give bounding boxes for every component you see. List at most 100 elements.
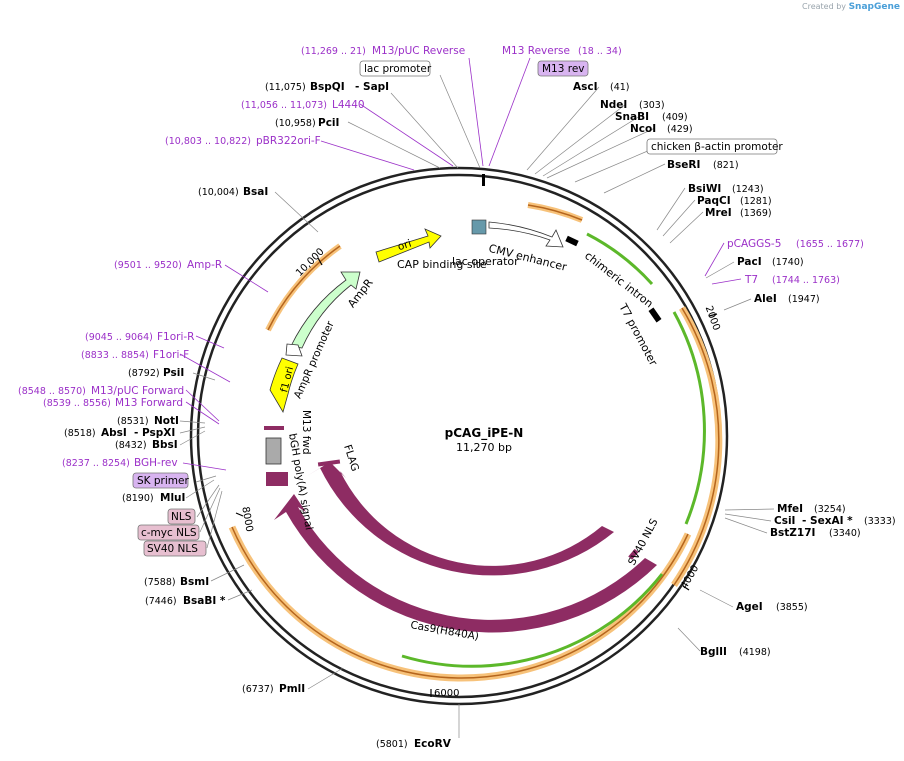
- plasmid-size: 11,270 bp: [456, 441, 512, 454]
- enz-pos-csii: (3333): [864, 516, 896, 527]
- primer-pos-amp-r: (9501 .. 9520): [114, 260, 182, 271]
- ampr-promoter-arrow: [285, 343, 303, 357]
- orf-arc-green-2: [672, 311, 706, 525]
- primer-name-l4440: L4440: [332, 99, 365, 111]
- top-marker: [482, 174, 485, 186]
- sv40-nls-text: SV40 NLS: [147, 543, 198, 555]
- cmv-enhancer-arrow: [488, 221, 564, 248]
- primer-pos-f1ori-f: (8833 .. 8854): [81, 350, 149, 361]
- lac-promoter-box: [359, 60, 431, 77]
- f1-ori-arrow: [269, 357, 299, 414]
- enz-extra-sexai: - SexAI *: [802, 515, 853, 527]
- enz-pos-noti: (8531): [117, 416, 149, 427]
- primer-pos-m13-forward: (8539 .. 8556): [43, 398, 111, 409]
- ori-arrow: [375, 228, 442, 263]
- enz-name-bglii: BglII: [700, 646, 727, 658]
- tick-4000-line: [682, 585, 690, 591]
- primer-name-pcaggs-5: pCAGGS-5: [727, 238, 781, 250]
- cmyc-nls-text: c-myc NLS: [141, 527, 197, 539]
- enz-name-mrei: MreI: [705, 207, 732, 219]
- nls-box: [167, 508, 196, 525]
- enz-name-bsmi: BsmI: [180, 576, 209, 588]
- enz-name-paci: PacI: [737, 256, 762, 268]
- enz-name-mlui: MluI: [160, 492, 185, 504]
- enz-name-ncoi: NcoI: [630, 123, 656, 135]
- snapgene-credit: Created by SnapGene: [802, 2, 900, 12]
- primer-name-m13-forward: M13 Forward: [115, 397, 183, 409]
- sk-primer-text: SK primer: [137, 475, 189, 487]
- chimeric-intron-label: chimeric intron: [582, 249, 655, 310]
- enz-pos-bbsi: (8432): [115, 440, 147, 451]
- enz-name-bsabi: BsaBI *: [183, 595, 226, 607]
- primer-pos-t7: (1744 .. 1763): [772, 275, 840, 286]
- tick-label-8000: 8000: [239, 506, 254, 533]
- m13-rev-text: M13 rev: [542, 63, 585, 75]
- primer-labels: (11,269 .. 21) M13/pUC Reverse M13 Rever…: [18, 45, 864, 469]
- m13-fwd-label: M13 fwd: [300, 410, 312, 455]
- bgh-polya-box: [265, 437, 282, 465]
- orf-arc-bottom-line: [231, 526, 689, 679]
- tick-10000-line: [317, 257, 323, 266]
- chicken-actin-box: [646, 138, 778, 155]
- enz-pos-bseri: (821): [713, 160, 739, 171]
- sv40-nls-feature: [628, 548, 639, 560]
- m13-rev-box: [537, 60, 589, 77]
- enz-pos-mfei: (3254): [814, 504, 846, 515]
- enz-pos-paqci: (1281): [740, 196, 772, 207]
- enz-pos-pmli: (6737): [242, 684, 274, 695]
- enz-pos-mlui: (8190): [122, 493, 154, 504]
- enz-name-bseri: BseRI: [667, 159, 700, 171]
- cas9-h840a-arc: [274, 494, 657, 633]
- snapgene-logo: SnapGene: [848, 2, 900, 12]
- enz-name-bspqi: BspQI: [310, 81, 345, 93]
- enz-name-csii: CsiI: [774, 515, 795, 527]
- orf-arc-ampr: [265, 243, 342, 332]
- lac-promoter-text: lac promoter: [364, 63, 432, 75]
- enz-pos-snabi: (409): [662, 112, 688, 123]
- enz-pos-bspqi: (11,075): [265, 82, 306, 93]
- tick-8000-line: [235, 512, 244, 517]
- scale-ticks: [235, 257, 718, 697]
- enz-extra-sapi: - SapI: [355, 81, 389, 93]
- enz-pos-ncoi: (429): [667, 124, 693, 135]
- primer-pos-m13-reverse: (18 .. 34): [578, 46, 622, 57]
- cap-binding-site-label: CAP binding site: [397, 258, 487, 271]
- enz-pos-bsmi: (7588): [144, 577, 176, 588]
- orf-arc-bottom: [228, 525, 692, 682]
- lac-operator-label: lac operator: [452, 255, 519, 268]
- enz-name-psii: PsiI: [163, 367, 184, 379]
- ampr-promoter-label: AmpR promoter: [292, 319, 337, 401]
- enz-pos-alei: (1947): [788, 294, 820, 305]
- enz-pos-bsai: (10,004): [198, 187, 239, 198]
- ori-label: ori: [396, 238, 413, 254]
- chimeric-intron-marker: [565, 235, 579, 247]
- sk-primer-box: [132, 472, 189, 489]
- enz-pos-asci: (41): [610, 82, 630, 93]
- primer-name-bgh-rev: BGH-rev: [134, 457, 178, 469]
- enz-pos-mrei: (1369): [740, 208, 772, 219]
- enzyme-labels: (11,075) BspQI - SapI (10,958) PciI (10,…: [64, 81, 896, 750]
- orf-arc-right-line: [673, 307, 720, 586]
- flag-label: FLAG: [341, 443, 361, 473]
- primer-leader-lines: [179, 57, 742, 471]
- leader-lines: [179, 74, 775, 738]
- enz-pos-bsiwi: (1243): [732, 184, 764, 195]
- cas9-label: Cas9: [446, 589, 474, 601]
- enz-pos-bsabi: (7446): [145, 596, 177, 607]
- cas9-features: [274, 459, 657, 633]
- primer-name-amp-r: Amp-R: [187, 259, 222, 271]
- tick-label-6000: 6000: [434, 688, 459, 699]
- primer-name-f1ori-r: F1ori-R: [157, 331, 194, 343]
- enz-name-asci: AscI: [573, 81, 598, 93]
- t7-promoter-marker: [648, 307, 662, 323]
- primer-pos-l4440: (11,056 .. 11,073): [241, 100, 327, 111]
- chicken-actin-text: chicken β-actin promoter: [651, 141, 783, 153]
- nls-cluster: [266, 472, 288, 486]
- enz-name-noti: NotI: [154, 415, 179, 427]
- m13-fwd-feature: [264, 426, 284, 430]
- plasmid-name: pCAG_iPE-N: [445, 426, 524, 441]
- primer-name-m13-puc-reverse: M13/pUC Reverse: [372, 45, 465, 57]
- enz-name-bstz17i: BstZ17I: [770, 527, 815, 539]
- primer-pos-f1ori-r: (9045 .. 9064): [85, 332, 153, 343]
